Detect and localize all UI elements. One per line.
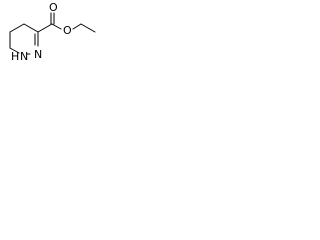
bond-oester-ch2 <box>72 23 82 30</box>
bond-c4-c5 <box>9 23 25 33</box>
atom-o-carbonyl: O <box>49 1 58 14</box>
atom-n-lower: N <box>20 50 28 63</box>
bond-ch2-ch3 <box>80 23 96 33</box>
bond-c3-c4 <box>23 23 39 33</box>
molecule-svg: N N H O O <box>9 1 96 63</box>
atom-h-on-n: H <box>11 50 19 63</box>
bond-c3-ccarbonyl <box>37 23 53 33</box>
structure-diagram: N N H O O <box>0 0 107 85</box>
atom-n-upper: N <box>34 48 42 61</box>
atom-o-ester: O <box>63 24 72 37</box>
bond-c-oester <box>51 23 62 30</box>
bond-c6-n1 <box>9 47 20 54</box>
